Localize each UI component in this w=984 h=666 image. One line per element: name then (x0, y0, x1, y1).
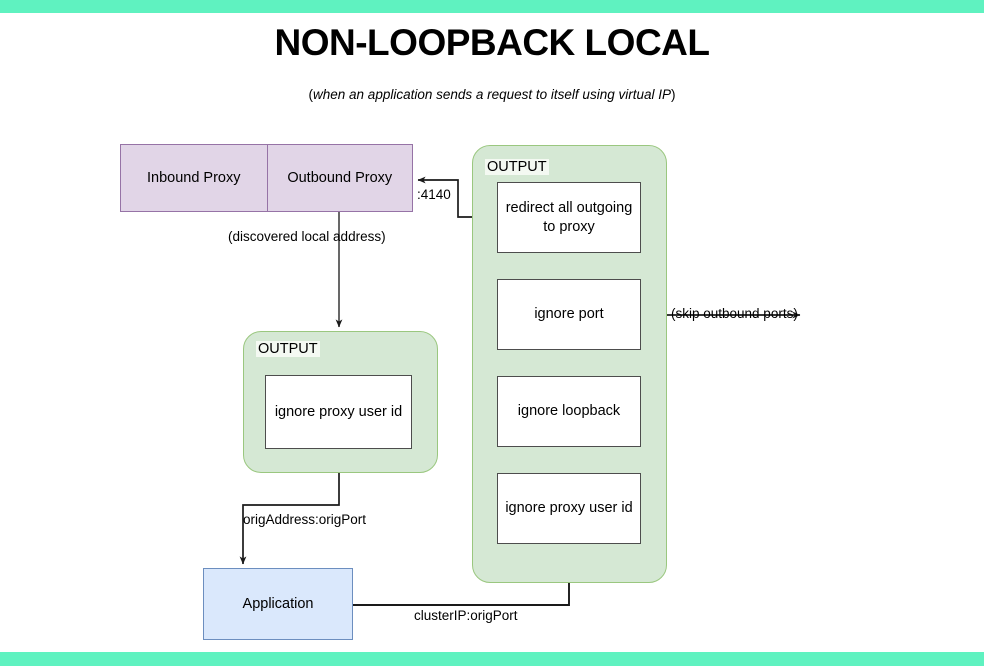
page-title: NON-LOOPBACK LOCAL (274, 22, 710, 63)
edge-label-skip-outbound-ports: (skip outbound ports) (671, 306, 798, 321)
subtitle-text: when an application sends a request to i… (313, 87, 671, 102)
step-ignore-proxy-user-id-left[interactable]: ignore proxy user id (265, 375, 412, 449)
edge-label-cluster-ip-port: clusterIP:origPort (414, 608, 518, 623)
outbound-proxy-label: Outbound Proxy (287, 170, 393, 186)
bottom-accent-bar (0, 652, 984, 666)
inbound-proxy-cell[interactable]: Inbound Proxy (121, 145, 267, 211)
edge-label-port: :4140 (417, 187, 451, 202)
proxy-group: Inbound Proxy Outbound Proxy (120, 144, 413, 212)
inbound-proxy-label: Inbound Proxy (146, 170, 241, 186)
page-subtitle: (when an application sends a request to … (0, 87, 984, 102)
application-label: Application (242, 596, 314, 612)
output-label-right: OUTPUT (485, 159, 549, 175)
application-box[interactable]: Application (203, 568, 353, 640)
subtitle-open-paren: ( (308, 87, 314, 102)
step-ignore-loopback[interactable]: ignore loopback (497, 376, 641, 447)
subtitle-close-paren: ) (670, 87, 676, 102)
step-ignore-proxy-user-id-right[interactable]: ignore proxy user id (497, 473, 641, 544)
step-ignore-port[interactable]: ignore port (497, 279, 641, 350)
outbound-proxy-cell[interactable]: Outbound Proxy (266, 145, 413, 211)
edge-label-orig-address-port: origAddress:origPort (243, 512, 367, 527)
output-label-left: OUTPUT (256, 341, 320, 357)
step-redirect-all-outgoing-to-proxy[interactable]: redirect all outgoing to proxy (497, 182, 641, 253)
top-accent-bar (0, 0, 984, 13)
edge-label-discovered-local-address: (discovered local address) (228, 229, 386, 244)
